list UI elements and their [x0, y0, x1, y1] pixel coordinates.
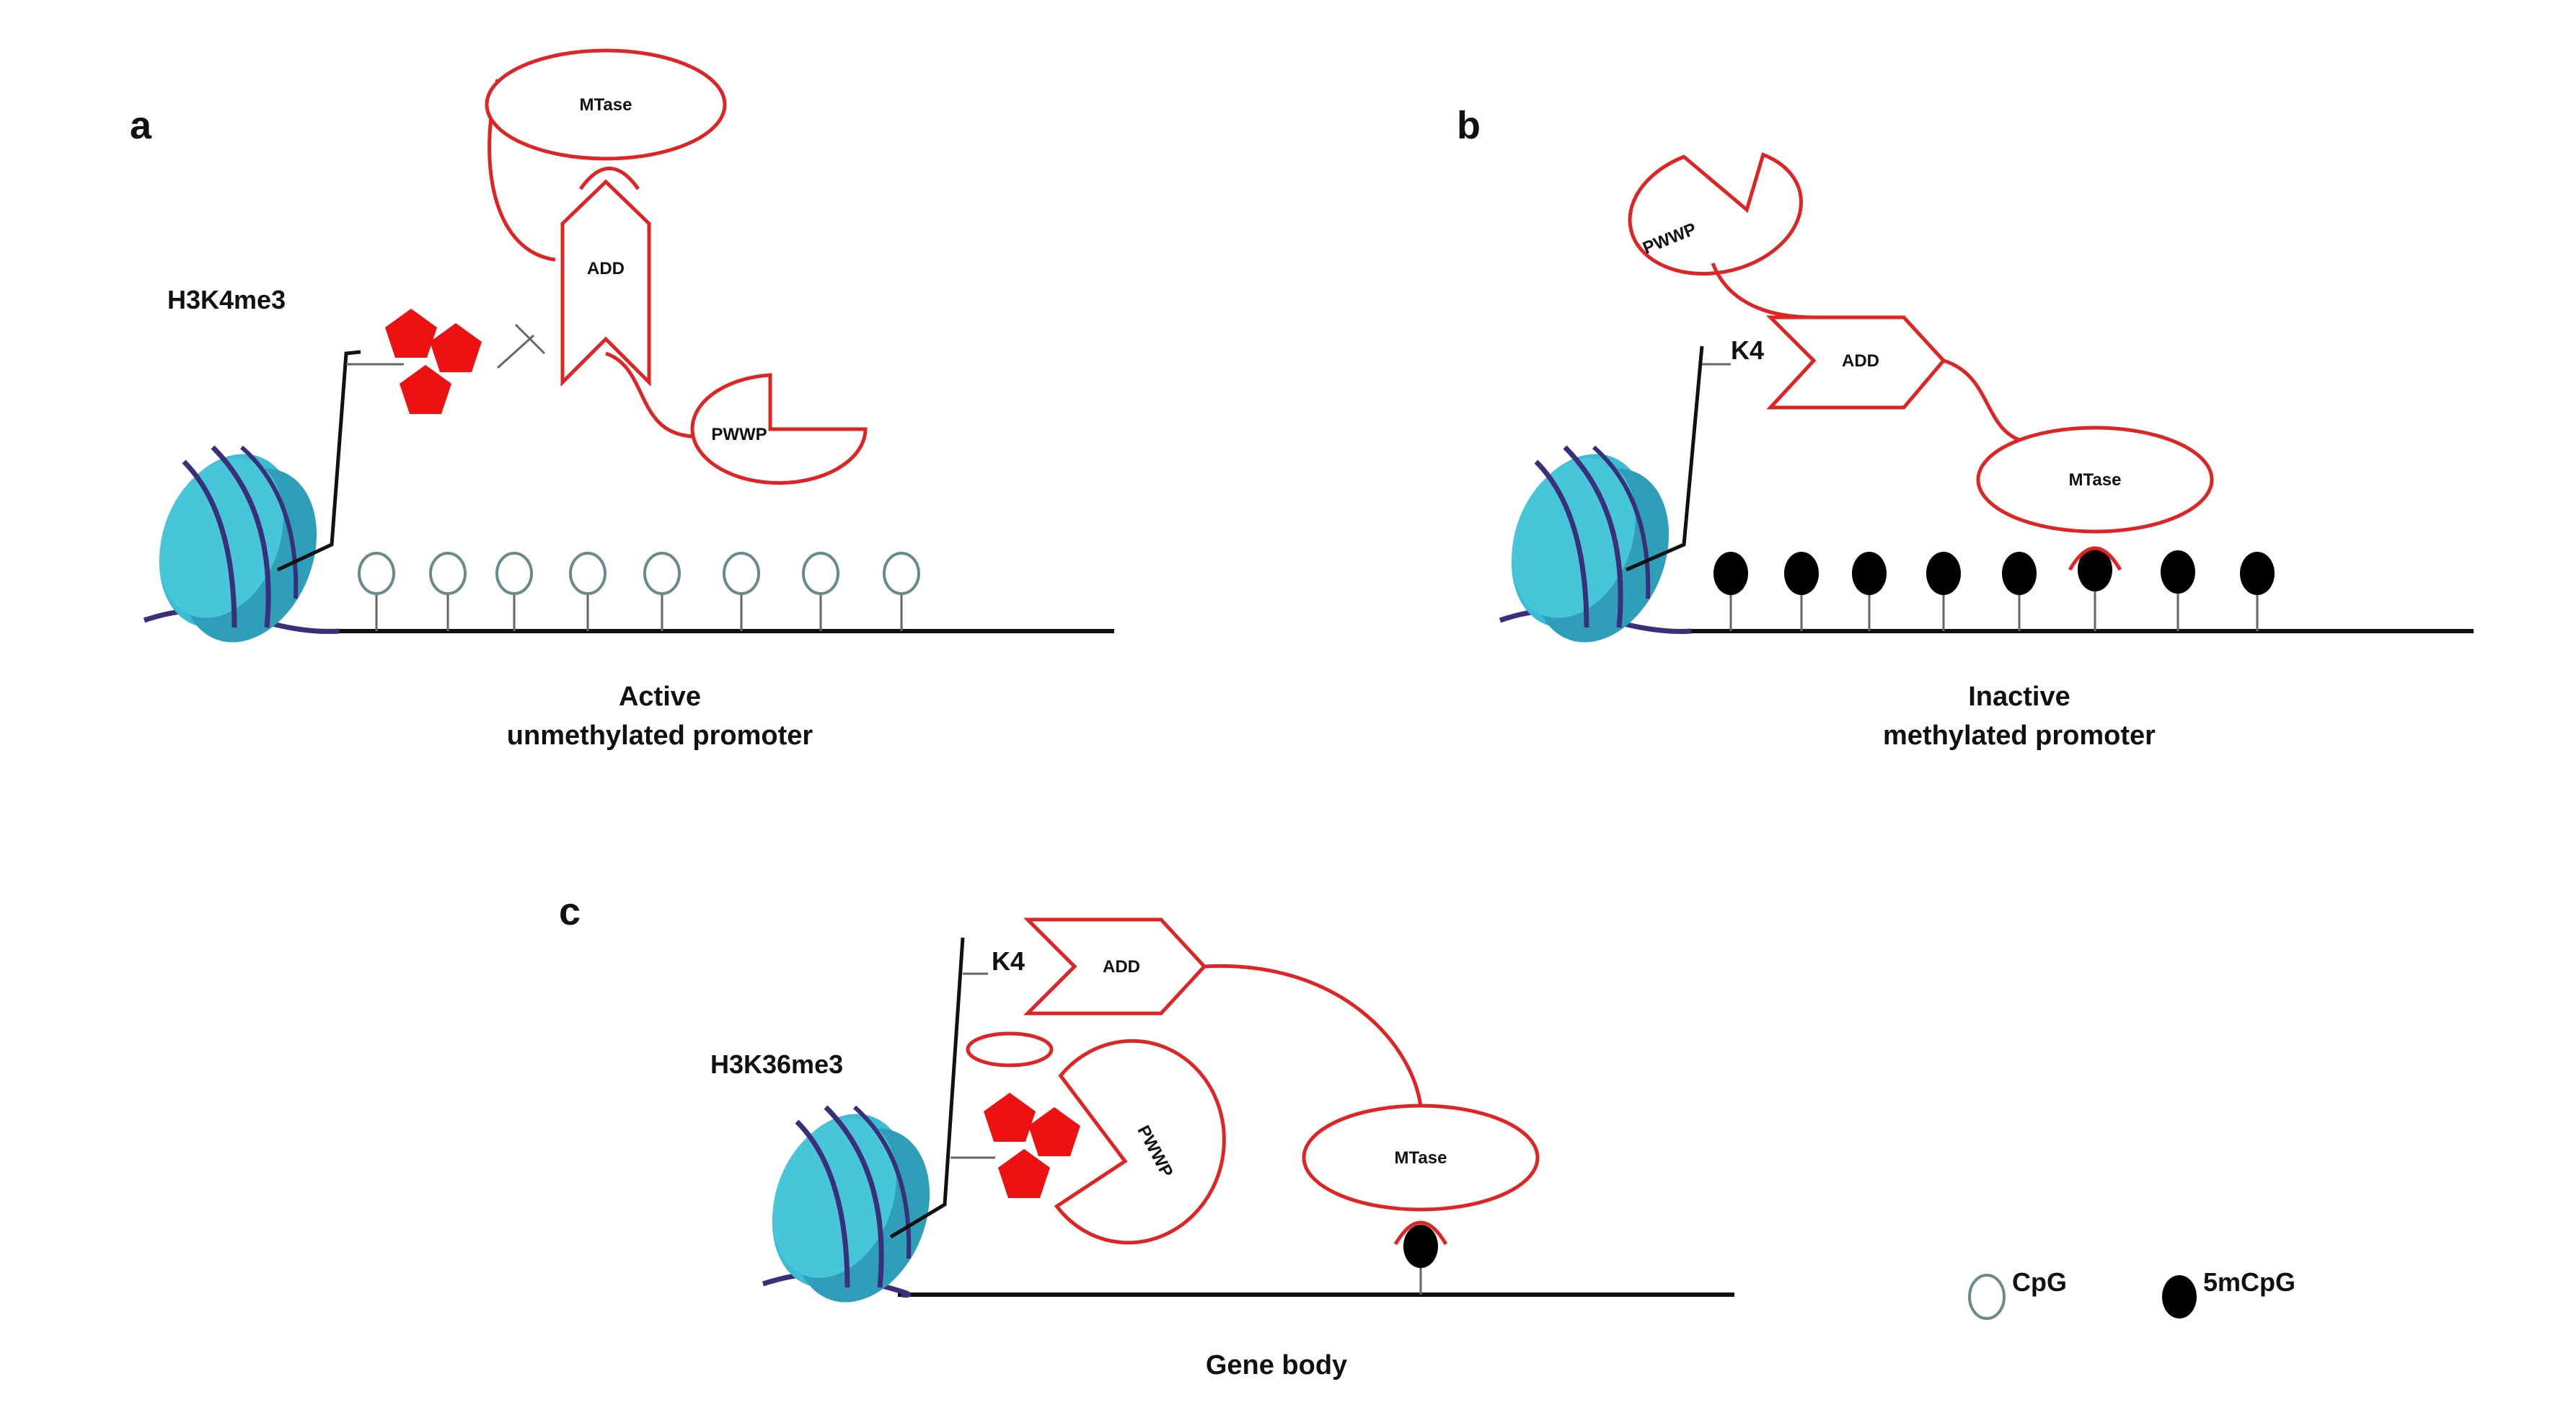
legend-5mcpg-label: 5mCpG	[2203, 1267, 2295, 1297]
h3k4me3-mark	[385, 309, 482, 414]
5mcpg-site	[2240, 552, 2275, 631]
panel-c-add-domain	[1023, 917, 1207, 1016]
panel-c-pwwp-domain	[1054, 1039, 1226, 1245]
panel-b-add-domain	[1765, 315, 1946, 410]
panel-b-mtase-label: MTase	[2069, 470, 2122, 490]
panel-b-mtase-contact	[2068, 546, 2122, 571]
legend: CpG 5mCpG	[1968, 1267, 2295, 1320]
cpg-site	[429, 552, 467, 631]
panel-c-5mcpg-site	[1403, 1225, 1438, 1295]
panel-a-add-label: ADD	[587, 259, 625, 278]
cpg-site	[723, 552, 760, 631]
h3k36me3-label: H3K36me3	[710, 1049, 843, 1079]
panel-b: b K4 PWWP ADD MTase	[1457, 104, 2474, 751]
5mcpg-site	[1926, 552, 1961, 631]
panel-b-mtase-domain	[1976, 426, 2214, 534]
panel-c-caption: Gene body	[1206, 1350, 1347, 1380]
panel-c-add-mtase-linker	[1204, 964, 1423, 1108]
panel-c: c H3K36me3 K4 ADD PWWP MTase	[559, 890, 1734, 1380]
panel-c-mtase-domain	[1302, 1104, 1540, 1212]
panel-b-caption-line1: Inactive	[1968, 682, 2070, 712]
panel-c-histone-tail	[889, 937, 965, 1239]
panel-c-k4-label: K4	[992, 946, 1025, 976]
panel-a-caption-line2: unmethylated promoter	[507, 721, 813, 751]
panel-a-pwwp-label: PWWP	[711, 425, 767, 444]
h3k4me3-label: H3K4me3	[167, 285, 286, 314]
panel-a-pwwp-domain	[690, 373, 868, 485]
panel-a-add-pwwp-linker	[605, 351, 693, 439]
legend-cpg-label: CpG	[2012, 1267, 2067, 1297]
panel-c-add-label: ADD	[1103, 957, 1140, 977]
panel-a-letter: a	[130, 104, 152, 147]
panel-a-add-domain	[560, 179, 651, 387]
cpg-site	[358, 552, 395, 631]
cpg-site	[643, 552, 681, 631]
panel-b-caption-line2: methylated promoter	[1883, 721, 2156, 751]
panel-c-linker-loop	[966, 1031, 1054, 1067]
cpg-site	[883, 552, 920, 631]
panel-b-histone-tail	[1625, 345, 1704, 572]
panel-c-mtase-contact	[1393, 1220, 1448, 1246]
panel-b-pwwp-domain	[1628, 152, 1803, 276]
panel-b-5mcpg-sites	[1713, 548, 2275, 631]
panel-b-k4-label: K4	[1731, 335, 1764, 365]
h3k36me3-mark	[984, 1093, 1080, 1198]
5mcpg-site	[1713, 552, 1748, 631]
panel-b-letter: b	[1457, 104, 1481, 147]
panel-a-add-mtase-contact	[578, 167, 640, 190]
5mcpg-site	[1784, 552, 1819, 631]
5mcpg-site	[2002, 552, 2037, 631]
inhibition-symbol	[496, 323, 546, 369]
panel-b-add-mtase-linker	[1943, 358, 2020, 442]
legend-cpg-symbol	[1968, 1274, 2006, 1320]
5mcpg-site	[2078, 548, 2112, 631]
cpg-site	[569, 552, 606, 631]
panel-b-add-label: ADD	[1842, 351, 1879, 371]
panel-a-mtase-domain	[485, 48, 727, 161]
5mcpg-site	[2161, 550, 2195, 631]
panel-c-letter: c	[559, 890, 581, 933]
5mcpg-site	[1852, 552, 1887, 631]
panel-a-mtase-label: MTase	[580, 95, 632, 115]
legend-5mcpg-symbol	[2162, 1275, 2197, 1318]
panel-a: a H3K4me3 MTase ADD	[130, 48, 1114, 751]
panel-c-mtase-label: MTase	[1395, 1148, 1447, 1168]
cpg-site	[802, 552, 839, 631]
panel-a-cpg-sites	[358, 552, 920, 631]
panel-c-nucleosome	[748, 1093, 955, 1323]
panel-a-caption-line1: Active	[619, 682, 701, 712]
cpg-site	[495, 552, 533, 631]
panel-a-histone-tail	[276, 350, 361, 572]
